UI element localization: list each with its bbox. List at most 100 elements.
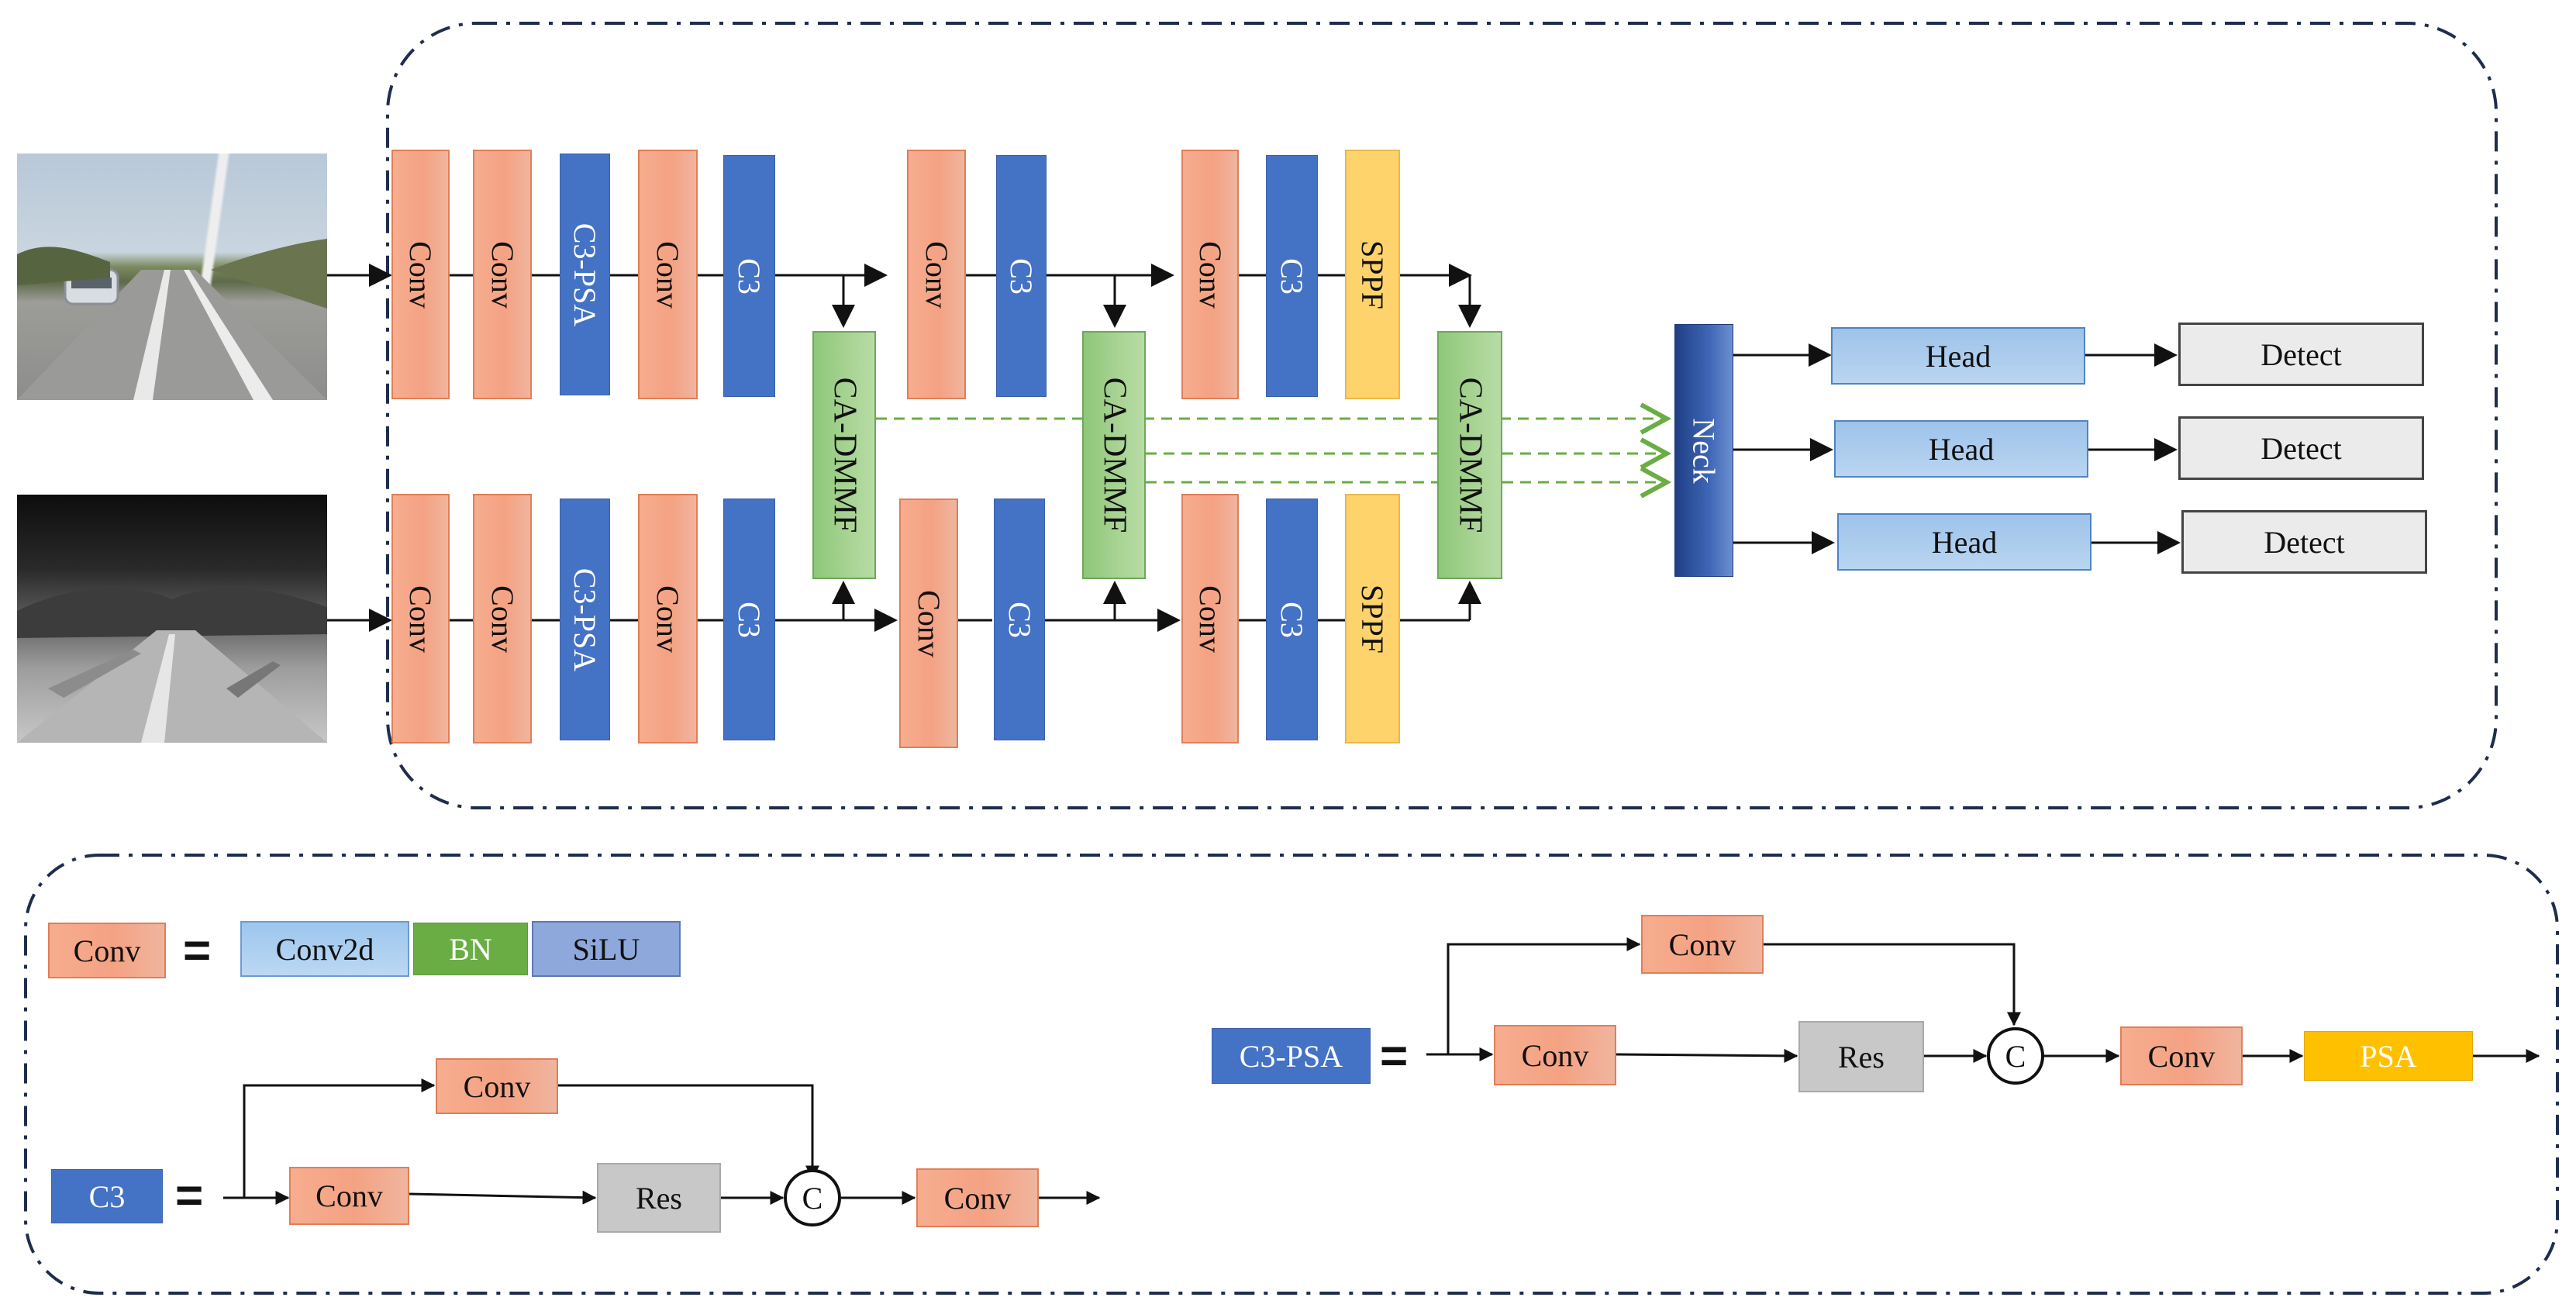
legend-c3psa-key-label: C3-PSA bbox=[1239, 1038, 1343, 1074]
legend-c3-conv-2: Conv bbox=[916, 1168, 1039, 1227]
detect-2-label: Detect bbox=[2260, 430, 2342, 466]
ir-c3psa: C3-PSA bbox=[560, 499, 610, 740]
legend-c3-res-label: Res bbox=[636, 1180, 682, 1216]
rgb-c3-3-label: C3 bbox=[1274, 257, 1309, 295]
rgb-conv-4-label: Conv bbox=[919, 240, 954, 309]
rgb-scene-icon bbox=[17, 239, 327, 400]
legend-c3psa-concat-label: C bbox=[2005, 1038, 2026, 1074]
neck-label: Neck bbox=[1686, 417, 1722, 484]
legend-c3-conv-2-label: Conv bbox=[943, 1180, 1012, 1216]
rgb-c3-2-label: C3 bbox=[1004, 257, 1039, 295]
rgb-conv-2-label: Conv bbox=[485, 240, 520, 309]
ca-dmmf-2: CA-DMMF bbox=[1082, 331, 1146, 579]
ir-c3-3: C3 bbox=[1266, 499, 1318, 740]
rgb-conv-4: Conv bbox=[907, 150, 966, 399]
legend-c3psa-key: C3-PSA bbox=[1212, 1028, 1371, 1084]
legend-c3psa-conv-top: Conv bbox=[1641, 915, 1764, 974]
legend-conv2d: Conv2d bbox=[240, 921, 409, 977]
legend-c3psa-conv-2-label: Conv bbox=[2147, 1038, 2216, 1074]
rgb-conv-1-label: Conv bbox=[403, 240, 438, 309]
legend-region-border bbox=[24, 854, 2559, 1295]
ir-sppf-label: SPPF bbox=[1355, 584, 1391, 654]
ca-dmmf-2-label: CA-DMMF bbox=[1096, 377, 1132, 533]
ir-scene-icon bbox=[17, 588, 327, 743]
ir-conv-4-label: Conv bbox=[911, 589, 947, 657]
legend-c3-res: Res bbox=[597, 1163, 721, 1233]
ir-c3-2: C3 bbox=[994, 499, 1045, 740]
legend-c3psa-psa-label: PSA bbox=[2360, 1038, 2417, 1074]
detect-1-label: Detect bbox=[2260, 336, 2342, 372]
ca-dmmf-3: CA-DMMF bbox=[1437, 331, 1502, 579]
ir-conv-3-label: Conv bbox=[650, 585, 685, 653]
ir-conv-2: Conv bbox=[473, 494, 532, 743]
infrared-input-image bbox=[17, 495, 327, 743]
detect-1: Detect bbox=[2178, 323, 2424, 386]
rgb-conv-3-label: Conv bbox=[650, 240, 685, 309]
rgb-c3-2: C3 bbox=[996, 155, 1047, 397]
legend-c3-conv-1: Conv bbox=[289, 1167, 409, 1225]
head-3-label: Head bbox=[1931, 524, 1998, 560]
ir-c3-1-label: C3 bbox=[732, 601, 767, 638]
legend-silu: SiLU bbox=[532, 921, 681, 977]
rgb-conv-3: Conv bbox=[638, 150, 698, 399]
legend-c3psa-res: Res bbox=[1798, 1021, 1924, 1092]
ir-c3-2-label: C3 bbox=[1002, 601, 1037, 638]
rgb-conv-1: Conv bbox=[391, 150, 450, 399]
legend-c3-conv-top-label: Conv bbox=[463, 1068, 531, 1104]
legend-c3psa-conv-top-label: Conv bbox=[1668, 926, 1736, 962]
head-3: Head bbox=[1837, 513, 2091, 571]
ir-c3-3-label: C3 bbox=[1274, 601, 1309, 638]
legend-c3-concat: C bbox=[784, 1169, 841, 1226]
detect-3-label: Detect bbox=[2264, 524, 2345, 560]
detect-2: Detect bbox=[2178, 416, 2424, 480]
head-1: Head bbox=[1831, 327, 2085, 385]
legend-c3psa-concat: C bbox=[1987, 1027, 2044, 1085]
legend-c3psa-conv-2: Conv bbox=[2120, 1026, 2243, 1085]
legend-c3psa-psa: PSA bbox=[2304, 1031, 2473, 1081]
ca-dmmf-1: CA-DMMF bbox=[812, 331, 876, 579]
head-2-label: Head bbox=[1928, 431, 1995, 467]
ir-conv-2-label: Conv bbox=[485, 585, 520, 653]
legend-conv2d-label: Conv2d bbox=[275, 931, 374, 967]
legend-c3-key: C3 bbox=[51, 1169, 163, 1223]
legend-c3psa-conv-1: Conv bbox=[1494, 1025, 1616, 1085]
rgb-c3psa-label: C3-PSA bbox=[567, 223, 603, 326]
legend-c3-concat-label: C bbox=[802, 1180, 823, 1216]
legend-c3-key-label: C3 bbox=[88, 1178, 126, 1214]
legend-silu-label: SiLU bbox=[572, 931, 640, 967]
legend-conv-key-label: Conv bbox=[73, 933, 141, 968]
rgb-sppf-label: SPPF bbox=[1355, 240, 1391, 309]
rgb-input-image bbox=[17, 154, 327, 400]
legend-c3psa-equals: = bbox=[1380, 1030, 1409, 1083]
backbone-region-border bbox=[386, 22, 2498, 809]
ca-dmmf-1-label: CA-DMMF bbox=[826, 377, 862, 533]
legend-bn-label: BN bbox=[449, 931, 492, 967]
legend-conv-equals: = bbox=[183, 924, 212, 978]
rgb-c3psa: C3-PSA bbox=[560, 154, 610, 395]
rgb-conv-2: Conv bbox=[473, 150, 532, 399]
rgb-sppf: SPPF bbox=[1345, 150, 1400, 399]
detect-3: Detect bbox=[2181, 510, 2427, 574]
ir-conv-1: Conv bbox=[391, 494, 450, 743]
ir-conv-1-label: Conv bbox=[403, 585, 438, 653]
ir-conv-4: Conv bbox=[899, 499, 958, 748]
legend-c3psa-conv-1-label: Conv bbox=[1521, 1037, 1589, 1073]
rgb-c3-1: C3 bbox=[723, 155, 775, 397]
legend-c3psa-res-label: Res bbox=[1838, 1039, 1885, 1075]
rgb-conv-5: Conv bbox=[1181, 150, 1239, 399]
rgb-c3-3: C3 bbox=[1266, 155, 1318, 397]
ir-c3-1: C3 bbox=[723, 499, 775, 740]
head-2: Head bbox=[1834, 420, 2088, 478]
ir-conv-5-label: Conv bbox=[1192, 585, 1228, 653]
ir-sppf: SPPF bbox=[1345, 494, 1400, 743]
legend-c3-conv-1-label: Conv bbox=[316, 1178, 383, 1213]
legend-conv-key: Conv bbox=[48, 923, 166, 978]
ir-c3psa-label: C3-PSA bbox=[567, 568, 603, 671]
rgb-conv-5-label: Conv bbox=[1192, 240, 1228, 309]
neck-block: Neck bbox=[1674, 324, 1733, 577]
ir-conv-3: Conv bbox=[638, 494, 698, 743]
legend-c3-conv-top: Conv bbox=[436, 1058, 558, 1114]
ir-conv-5: Conv bbox=[1181, 494, 1239, 743]
legend-c3-equals: = bbox=[175, 1169, 204, 1223]
